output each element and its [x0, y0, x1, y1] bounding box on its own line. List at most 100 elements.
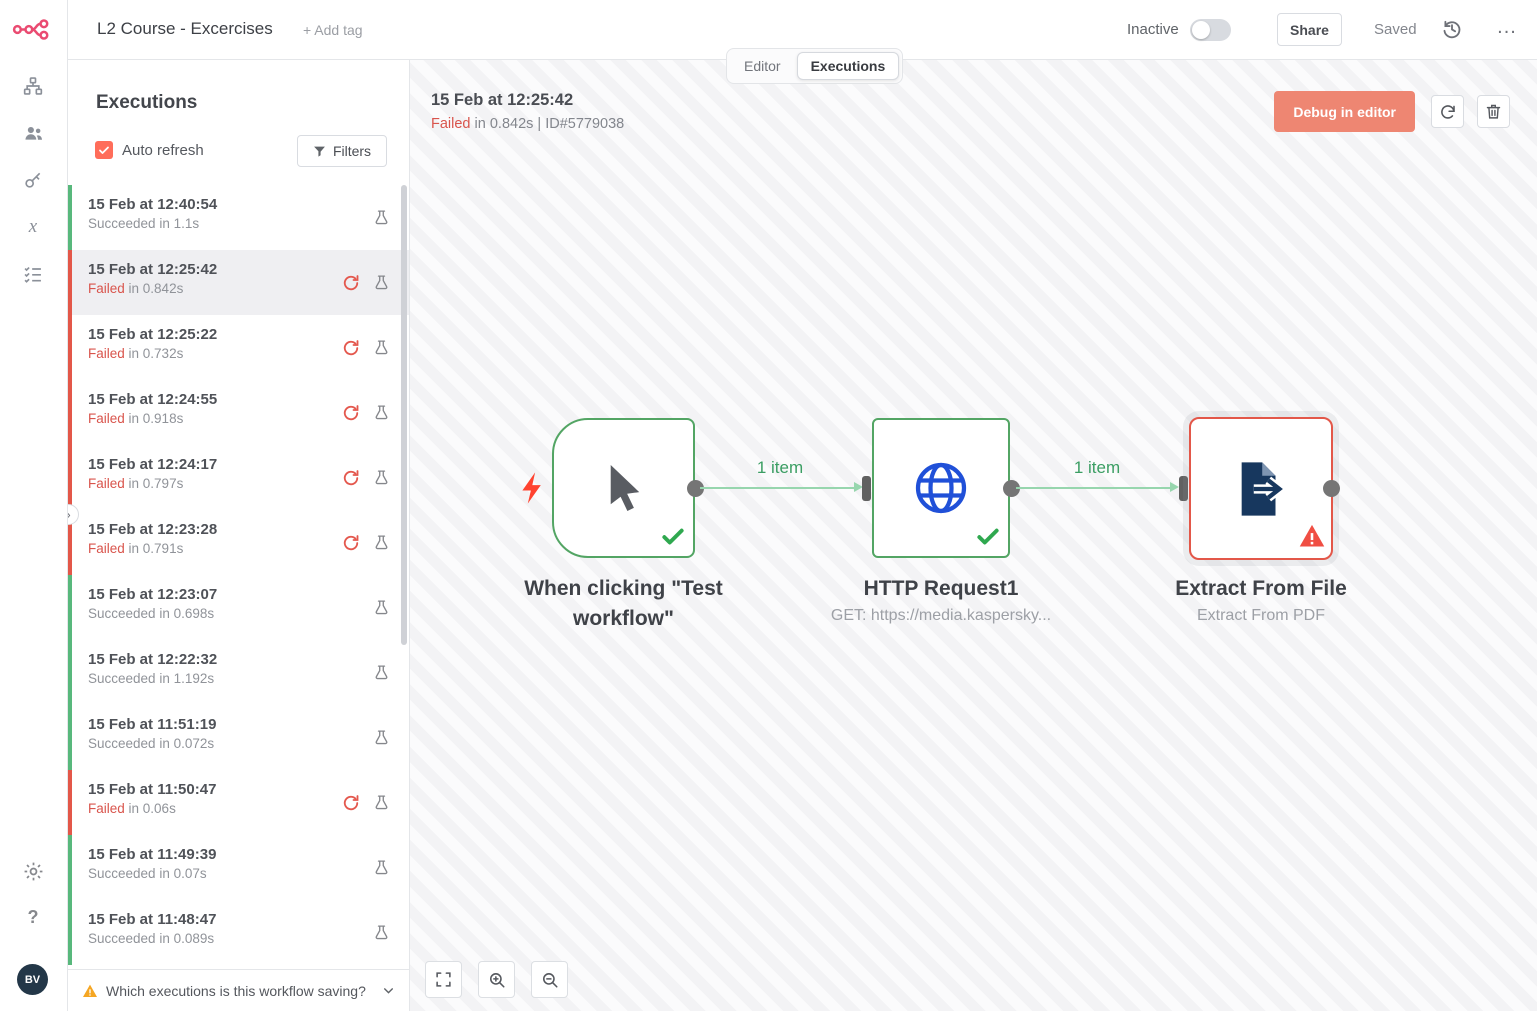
- execution-list-item[interactable]: 15 Feb at 11:50:47 Failed in 0.06s: [68, 770, 409, 835]
- input-connector[interactable]: [862, 476, 871, 501]
- retry-icon[interactable]: [341, 403, 361, 423]
- filters-button[interactable]: Filters: [297, 135, 387, 167]
- execution-list-item[interactable]: 15 Feb at 12:40:54 Succeeded in 1.1s: [68, 185, 409, 250]
- avatar-initials: BV: [24, 973, 41, 986]
- debug-flask-icon[interactable]: [373, 728, 393, 748]
- variables-icon[interactable]: x: [28, 216, 38, 237]
- execution-detail-status: Failed in 0.842s | ID#5779038: [431, 116, 624, 132]
- delete-execution-button[interactable]: [1477, 95, 1510, 128]
- execution-list-item[interactable]: 15 Feb at 11:49:39 Succeeded in 0.07s: [68, 835, 409, 900]
- retry-icon[interactable]: [341, 273, 361, 293]
- debug-flask-icon[interactable]: [373, 793, 393, 813]
- debug-flask-icon[interactable]: [373, 338, 393, 358]
- execution-status-word: Succeeded: [88, 606, 156, 621]
- execution-duration: in 0.842s: [474, 116, 534, 132]
- checkbox-checked-icon: [95, 141, 113, 159]
- add-tag-button[interactable]: + Add tag: [303, 22, 363, 38]
- workflows-sitemap-icon[interactable]: [22, 75, 44, 97]
- settings-gear-icon[interactable]: [22, 860, 44, 882]
- execution-status-word: Succeeded: [88, 216, 156, 231]
- execution-list-item[interactable]: 15 Feb at 11:48:47 Succeeded in 0.089s: [68, 900, 409, 965]
- output-connector[interactable]: [1003, 480, 1020, 497]
- execution-status-word: Failed: [88, 476, 125, 491]
- user-avatar[interactable]: BV: [17, 964, 48, 995]
- scrollbar-thumb[interactable]: [401, 185, 407, 645]
- file-export-icon: [1241, 461, 1287, 516]
- executions-checklist-icon[interactable]: [22, 263, 44, 285]
- tab-editor[interactable]: Editor: [744, 58, 781, 74]
- execution-date: 15 Feb at 12:23:07: [88, 586, 218, 603]
- node-extract-from-file[interactable]: [1189, 417, 1333, 560]
- node-http-request1[interactable]: [872, 418, 1010, 558]
- input-connector[interactable]: [1179, 476, 1188, 501]
- executions-panel: Executions Auto refresh Filters 15 Feb a…: [68, 60, 410, 1011]
- debug-flask-icon[interactable]: [373, 858, 393, 878]
- execution-duration: in 1.192s: [155, 671, 215, 686]
- share-button[interactable]: Share: [1277, 13, 1342, 46]
- execution-list-item[interactable]: 15 Feb at 12:24:17 Failed in 0.797s: [68, 445, 409, 510]
- execution-date: 15 Feb at 12:40:54: [88, 196, 218, 213]
- execution-list-item[interactable]: 15 Feb at 11:51:19 Succeeded in 0.072s: [68, 705, 409, 770]
- active-state-label: Inactive: [1127, 21, 1179, 38]
- fit-view-button[interactable]: [425, 961, 462, 998]
- execution-list-item[interactable]: 15 Feb at 12:23:07 Succeeded in 0.698s: [68, 575, 409, 640]
- execution-list-item[interactable]: 15 Feb at 12:22:32 Succeeded in 1.192s: [68, 640, 409, 705]
- toggle-knob: [1192, 21, 1210, 39]
- output-connector[interactable]: [687, 480, 704, 497]
- execution-status-line: Succeeded in 1.192s: [72, 668, 409, 686]
- execution-date: 15 Feb at 12:23:28: [88, 521, 218, 538]
- debug-flask-icon[interactable]: [373, 598, 393, 618]
- execution-list-item[interactable]: 15 Feb at 12:23:28 Failed in 0.791s: [68, 510, 409, 575]
- execution-date: 15 Feb at 12:22:32: [88, 651, 218, 668]
- debug-flask-icon[interactable]: [373, 663, 393, 683]
- node-when-clicking-test-workflow[interactable]: [552, 418, 695, 558]
- edge-2: [1016, 487, 1171, 489]
- retry-icon[interactable]: [341, 533, 361, 553]
- execution-list-item[interactable]: 15 Feb at 12:25:22 Failed in 0.732s: [68, 315, 409, 380]
- history-icon[interactable]: [1440, 18, 1464, 42]
- execution-list-item[interactable]: 15 Feb at 12:24:55 Failed in 0.918s: [68, 380, 409, 445]
- executions-list: 15 Feb at 12:40:54 Succeeded in 1.1s 15 …: [68, 185, 409, 969]
- cursor-icon: [610, 465, 639, 511]
- zoom-out-button[interactable]: [531, 961, 568, 998]
- execution-duration: in 0.791s: [124, 541, 184, 556]
- execution-status-line: Failed in 0.791s: [72, 538, 409, 556]
- execution-status-word: Failed: [88, 541, 125, 556]
- zoom-in-button[interactable]: [478, 961, 515, 998]
- more-options-icon[interactable]: ...: [1492, 12, 1522, 42]
- tab-executions[interactable]: Executions: [796, 52, 900, 80]
- credentials-key-icon[interactable]: [22, 169, 44, 191]
- retry-icon[interactable]: [341, 468, 361, 488]
- execution-date: 15 Feb at 12:24:17: [88, 456, 218, 473]
- auto-refresh-label: Auto refresh: [122, 141, 204, 159]
- refresh-execution-button[interactable]: [1431, 95, 1464, 128]
- saving-settings-expander[interactable]: Which executions is this workflow saving…: [68, 969, 409, 1011]
- debug-flask-icon[interactable]: [373, 533, 393, 553]
- help-icon[interactable]: ?: [27, 906, 39, 927]
- debug-flask-icon[interactable]: [373, 273, 393, 293]
- trash-icon: [1486, 104, 1501, 119]
- execution-duration: in 0.732s: [124, 346, 184, 361]
- workflow-canvas[interactable]: 15 Feb at 12:25:42 Failed in 0.842s | ID…: [410, 60, 1537, 1011]
- zoom-in-icon: [489, 972, 505, 988]
- execution-duration: in 0.06s: [124, 801, 176, 816]
- debug-in-editor-button[interactable]: Debug in editor: [1274, 91, 1415, 132]
- users-icon[interactable]: [22, 122, 44, 144]
- debug-flask-icon[interactable]: [373, 923, 393, 943]
- retry-icon[interactable]: [341, 338, 361, 358]
- debug-flask-icon[interactable]: [373, 468, 393, 488]
- execution-duration: in 0.07s: [155, 866, 207, 881]
- active-toggle[interactable]: [1190, 19, 1231, 41]
- retry-icon[interactable]: [341, 793, 361, 813]
- node-2-title: HTTP Request1: [863, 577, 1019, 600]
- execution-list-item[interactable]: 15 Feb at 12:25:42 Failed in 0.842s: [68, 250, 409, 315]
- workflow-title[interactable]: L2 Course - Excercises: [97, 19, 273, 38]
- debug-flask-icon[interactable]: [373, 403, 393, 423]
- auto-refresh-checkbox[interactable]: Auto refresh: [95, 141, 204, 159]
- debug-flask-icon[interactable]: [373, 208, 393, 228]
- n8n-logo[interactable]: [12, 16, 54, 48]
- execution-date: 15 Feb at 12:25:22: [88, 326, 218, 343]
- filter-funnel-icon: [314, 146, 325, 157]
- execution-status-line: Failed in 0.06s: [72, 798, 409, 816]
- output-connector[interactable]: [1323, 480, 1340, 497]
